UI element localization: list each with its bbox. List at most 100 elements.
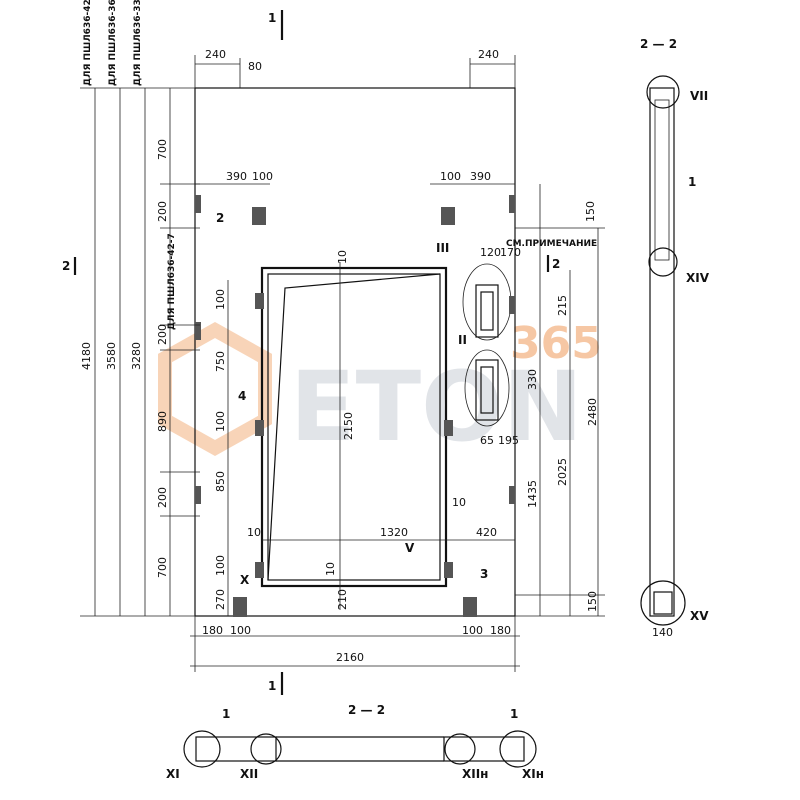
dim-left-200-a: 200 [156,201,169,222]
dim-left-700-top: 700 [156,139,169,160]
embedded-parts [195,195,515,617]
embed-l1 [255,293,264,309]
window-upper-inner [480,291,494,331]
dim-right-2025: 2025 [556,458,569,486]
section-h-left [195,736,277,762]
dim-right-2480: 2480 [586,398,599,426]
section-h-node-4 [499,730,537,768]
dim-inner-right-a: 100 [440,170,461,183]
dim-window-170: 170 [500,246,521,259]
dim-bot-100-left: 100 [230,624,251,637]
section-title-bottom: 2 — 2 [348,703,385,717]
section-horizontal: 2 — 2 1 1 XI XII XIIн XIн [166,703,544,781]
section-v-rebar-bot [653,591,673,615]
dim-bot-100-right: 100 [462,624,483,637]
mark-III: III [436,241,449,255]
mark-XIII: XIIн [462,767,488,781]
embed-r2 [444,562,453,578]
callout-3: 3 [480,567,488,581]
window-lower-circle [464,349,510,427]
dim-opening-top-10: 10 [336,250,349,264]
panel-label-c: ДЛЯ ПШЛ636-33-5 [133,0,143,86]
dim-right-150-bot: 150 [586,591,599,612]
mark-XIV: XIV [686,271,710,285]
dim-left-700-bot: 700 [156,557,169,578]
section-v-body [649,87,675,617]
dimension-lines [73,10,605,695]
dim-top-right: 240 [478,48,499,61]
mark-XI-right: XIн [522,767,544,781]
door-opening-inner [267,273,441,581]
section-v-node-bot [640,580,686,626]
window-lower-inner [480,366,494,414]
mark-XII: XII [240,767,258,781]
embed-edge-l1 [195,195,201,213]
dim-inner-left-a: 390 [226,170,247,183]
embed-edge-r3 [509,296,515,314]
dim-left-750: 750 [214,351,227,372]
embed-top-left [252,207,266,225]
embed-bot-right [463,597,477,617]
dim-inner-left-b: 100 [252,170,273,183]
window-upper [475,284,499,338]
watermark-number: 365 [510,318,602,369]
panel-label-b: ДЛЯ ПШЛ636-36-7 [108,0,118,86]
dim-section-140: 140 [652,626,673,639]
mark-V: V [405,541,415,555]
section-h-node-2 [250,733,282,765]
see-note: СМ.ПРИМЕЧАНИЕ [506,239,597,249]
mark-XI: XI [166,767,180,781]
dim-opening-bot-10: 10 [324,562,337,576]
dim-right-215: 215 [556,295,569,316]
dim-left-890: 890 [156,411,169,432]
dim-window-195: 195 [498,434,519,447]
callout-4: 4 [238,389,246,403]
panel-outline [194,87,516,617]
dim-left-200-b: 200 [156,324,169,345]
embed-bot-left [233,597,247,617]
section-h-right [443,736,525,762]
callout-2: 2 [216,211,224,225]
embed-edge-l2 [195,322,201,340]
watermark-word: ETON [290,351,583,463]
dim-opening-left-10: 10 [247,526,261,539]
callout-1-bot-right: 1 [510,707,518,721]
dim-top-small: 80 [248,60,262,73]
embed-top-right [441,207,455,225]
dim-left-100-a: 100 [214,289,227,310]
panel-label-a: ДЛЯ ПШЛ636-42-7 [83,0,93,86]
section-v-node-mid [648,247,678,277]
dim-right-330: 330 [526,369,539,390]
dim-top-left: 240 [205,48,226,61]
dim-bot-180-left: 180 [202,624,223,637]
dim-left-100-b: 100 [214,411,227,432]
window-upper-circle [462,263,512,341]
dim-bot-180-right: 180 [490,624,511,637]
section-v-node-top [646,75,680,109]
watermark: ETON 365 [158,318,602,463]
dim-opening-2150: 2150 [342,412,355,440]
dim-left-270: 270 [214,589,227,610]
callout-1-bot-left: 1 [222,707,230,721]
section-h-node-3 [444,733,476,765]
embed-l2 [255,420,264,436]
dim-opening-420: 420 [476,526,497,539]
dim-window-120: 120 [480,246,501,259]
left-side-labels: ДЛЯ ПШЛ636-42-7 ДЛЯ ПШЛ636-36-7 ДЛЯ ПШЛ6… [80,0,227,610]
dim-opening-1320: 1320 [380,526,408,539]
section-title-right: 2 — 2 [640,37,677,51]
section-mark-bottom: 1 [268,679,276,693]
mark-II: II [458,333,467,347]
section-h-node-1 [183,730,221,768]
section-v-inner [654,99,670,261]
dim-opening-210: 210 [336,589,349,610]
dim-overall-3580: 3580 [105,342,118,370]
dim-opening-right-10: 10 [452,496,466,509]
dim-inner-right-b: 390 [470,170,491,183]
panel-label-mid: ДЛЯ ПШЛ636-42-7 [167,233,177,330]
dim-right-150-top: 150 [584,201,597,222]
callout-1-right: 1 [688,175,696,189]
embed-r1 [444,420,453,436]
watermark-hex-logo [158,321,272,457]
